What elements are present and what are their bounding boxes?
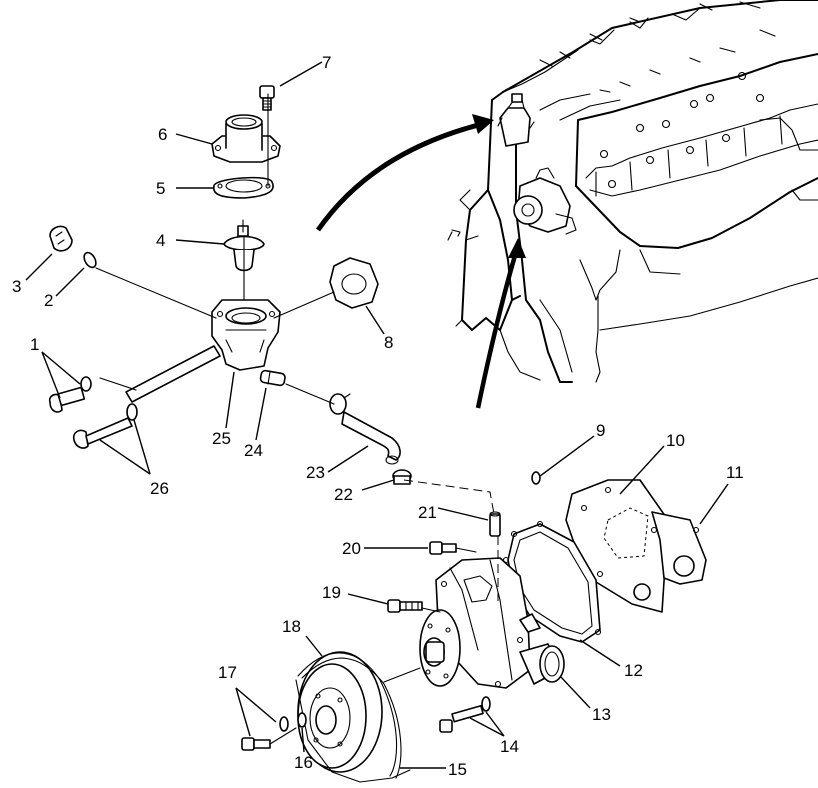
- callout-11: 11: [726, 463, 744, 482]
- washer-16: [297, 712, 307, 728]
- clamp-upper: [329, 393, 351, 415]
- assembly-lines: [95, 93, 499, 745]
- engine-block: [447, 0, 818, 383]
- bolt-17: [241, 716, 289, 751]
- gasket-5: [212, 176, 274, 199]
- callout-23: 23: [306, 463, 325, 482]
- callout-5: 5: [156, 179, 165, 198]
- bolt-20: [429, 541, 457, 555]
- callout-12: 12: [624, 661, 643, 680]
- hose-23: [341, 411, 401, 465]
- bolt-1: [48, 376, 92, 413]
- gasket-11: [651, 511, 707, 585]
- pipe-21: [489, 511, 501, 537]
- callout-18: 18: [282, 617, 301, 636]
- callout-9: 9: [596, 421, 605, 440]
- callout-15: 15: [448, 760, 467, 779]
- clamp-22: [392, 469, 412, 485]
- callout-24: 24: [244, 441, 263, 460]
- head-bolts: [599, 71, 765, 189]
- callout-19: 19: [322, 583, 341, 602]
- pipe-24: [259, 369, 286, 387]
- washer-2: [83, 251, 97, 269]
- callout-2: 2: [44, 291, 53, 310]
- pulley-18: [297, 651, 383, 773]
- bolt-26: [72, 403, 138, 449]
- bolt-19: [387, 599, 423, 613]
- location-arrow-bottom: [475, 238, 526, 409]
- callout-1: 1: [30, 335, 39, 354]
- callout-13: 13: [592, 705, 611, 724]
- plug-9: [531, 471, 541, 485]
- location-arrow-top: [315, 114, 494, 232]
- outlet-housing-25: [211, 299, 281, 371]
- callout-21: 21: [418, 503, 437, 522]
- callout-4: 4: [156, 231, 165, 250]
- switch-3: [49, 225, 73, 252]
- callout-26: 26: [150, 479, 169, 498]
- callout-22: 22: [334, 485, 353, 504]
- callout-10: 10: [666, 431, 685, 450]
- callout-14: 14: [500, 737, 519, 756]
- pump-outlet-13: [519, 613, 565, 685]
- bolt-14: [439, 696, 491, 733]
- bolt-7: [259, 85, 275, 111]
- callout-25: 25: [212, 429, 231, 448]
- thermostat-cover-6: [211, 114, 281, 163]
- callout-17: 17: [218, 663, 237, 682]
- pump-hub: [419, 609, 461, 687]
- leader-lines: [25, 61, 729, 769]
- back-plate-10: [565, 479, 669, 613]
- callout-labels: 1 2 3 4 5 6 7 8 9 10 11 12 13 14 15 16 1…: [12, 53, 744, 779]
- callout-3: 3: [12, 277, 21, 296]
- callout-7: 7: [322, 53, 331, 72]
- gasket-8: [329, 257, 379, 309]
- callout-6: 6: [158, 125, 167, 144]
- v-belt-15: [295, 652, 411, 783]
- callout-16: 16: [294, 753, 313, 772]
- bypass-pipe: [125, 345, 221, 403]
- callout-8: 8: [384, 333, 393, 352]
- callout-20: 20: [342, 539, 361, 558]
